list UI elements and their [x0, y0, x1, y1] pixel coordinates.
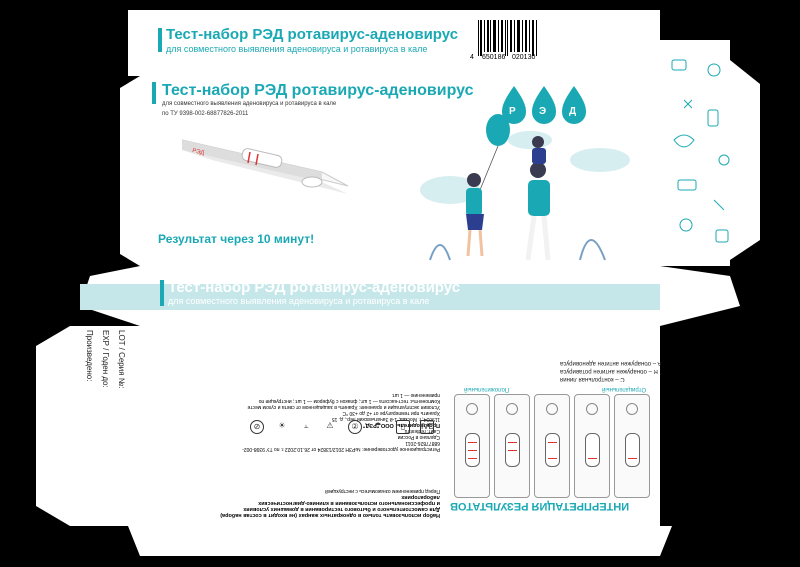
middle-band-title: Тест-набор РЭД ротавирус-аденовирус — [168, 279, 461, 296]
sample-well — [626, 403, 638, 415]
result-window — [545, 433, 560, 467]
middle-band-right-flap — [660, 266, 740, 326]
info-line: Перед применением ознакомьтесь с инструк… — [325, 488, 440, 494]
info-line: Для самостоятельного и бытового тестиров… — [243, 494, 440, 512]
result-cassette-negative — [614, 394, 650, 498]
temperature-icon: ⫠ — [303, 421, 309, 430]
barcode-right-digits: 020130 — [512, 54, 536, 61]
info-block: Набор использовать только в однократных … — [220, 368, 440, 518]
instructions-book-icon: ▯ — [396, 420, 410, 434]
right-glue-flap — [730, 60, 760, 260]
front-accent-bar — [152, 82, 156, 104]
back-panel — [140, 326, 660, 526]
info-line: Набор использовать только в однократных … — [220, 512, 440, 518]
medical-icons-pattern — [671, 59, 730, 243]
logo-letter-e: Э — [539, 106, 547, 117]
test-cassette-illustration: РЭД — [181, 139, 349, 194]
front-title: Тест-набор РЭД ротавирус-аденовирус — [162, 82, 474, 99]
result-cassette-1 — [454, 394, 490, 498]
lot-label: LOT / Серия №: — [117, 330, 126, 389]
result-cassette-2 — [494, 394, 530, 498]
front-subtitle: для совместного выявления аденовируса и … — [162, 101, 337, 107]
info-line: Условия эксплуатации и хранения: Хранить… — [247, 404, 440, 410]
cassette-brand-text: РЭД — [192, 148, 205, 157]
info-line: Сделано в России — [397, 434, 440, 440]
info-line: Сайт: redtest.ru — [404, 428, 440, 434]
positive-label: Положительный — [464, 386, 510, 392]
top-flap-accent-bar — [158, 28, 162, 52]
front-tu: по ТУ 9398-002-68877826-2011 — [162, 111, 249, 117]
sample-well — [546, 403, 558, 415]
result-window — [625, 433, 640, 467]
barcode-bars-icon — [478, 20, 537, 56]
info-line: 119034, г. Москва, 1-й Зачатьевский пер.… — [331, 416, 440, 422]
warning-icon: ⚠ — [326, 421, 334, 430]
barcode: 4 650186 020130 — [470, 20, 540, 64]
top-flap-title: Тест-набор РЭД ротавирус-аденовирус — [166, 26, 459, 43]
logo-letter-r: Р — [509, 106, 516, 117]
back-left-side-panel — [70, 326, 140, 526]
barcode-left-digit: 4 — [470, 54, 474, 61]
legend-line-r: R – обнаружен антиген ротавируса — [560, 368, 658, 374]
mfg-label: Произведено: — [85, 330, 94, 382]
sample-well — [586, 403, 598, 415]
info-line: Регистрационное удостоверение: №РЗН 2012… — [242, 440, 440, 452]
exp-label: EXP / Годен до: — [101, 330, 110, 388]
logo-letter-d: Д — [569, 106, 577, 117]
sample-well — [466, 403, 478, 415]
info-line: Компоненты: тест-кассета — 1 шт.; флакон… — [258, 392, 440, 404]
legend-line-c: С – контрольная линия — [560, 376, 625, 382]
interpretation-title: ИНТЕРПРЕТАЦИЯ РЕЗУЛЬТАТОВ — [450, 500, 630, 512]
left-glue-flap — [120, 76, 140, 266]
do-not-reuse-icon: ⊘ — [250, 420, 264, 434]
top-flap-panel — [128, 10, 660, 76]
result-window — [465, 433, 480, 467]
info-line: Производитель: ООО "РЭД" — [362, 422, 440, 428]
barcode-mid-digits: 650186 — [482, 54, 506, 61]
result-window — [585, 433, 600, 467]
keep-dry-icon: ☂ — [374, 421, 382, 430]
red-logo-drops — [502, 86, 586, 124]
right-side-panel — [660, 40, 730, 266]
single-use-icon: ② — [348, 420, 362, 434]
family-illustration — [420, 114, 630, 261]
legend-line-a: A – обнаружен антиген аденовируса — [560, 360, 662, 366]
result-window — [505, 433, 520, 467]
back-bottom-flap — [128, 526, 672, 556]
middle-band-teal-stripe — [80, 284, 660, 310]
sample-well — [506, 403, 518, 415]
middle-band-subtitle: для совместного выявления аденовируса и … — [168, 296, 430, 306]
top-flap-subtitle: для совместного выявления аденовируса и … — [166, 44, 428, 54]
result-cassette-4 — [574, 394, 610, 498]
ivd-icon: IVD — [420, 420, 434, 434]
result-cassette-3 — [534, 394, 570, 498]
back-left-glue-flap — [36, 326, 70, 526]
negative-label: Отрицательный — [602, 386, 647, 392]
result-claim: Результат через 10 минут! — [158, 232, 315, 246]
sun-icon: ☀ — [278, 421, 286, 430]
middle-band-accent-bar — [160, 280, 164, 306]
